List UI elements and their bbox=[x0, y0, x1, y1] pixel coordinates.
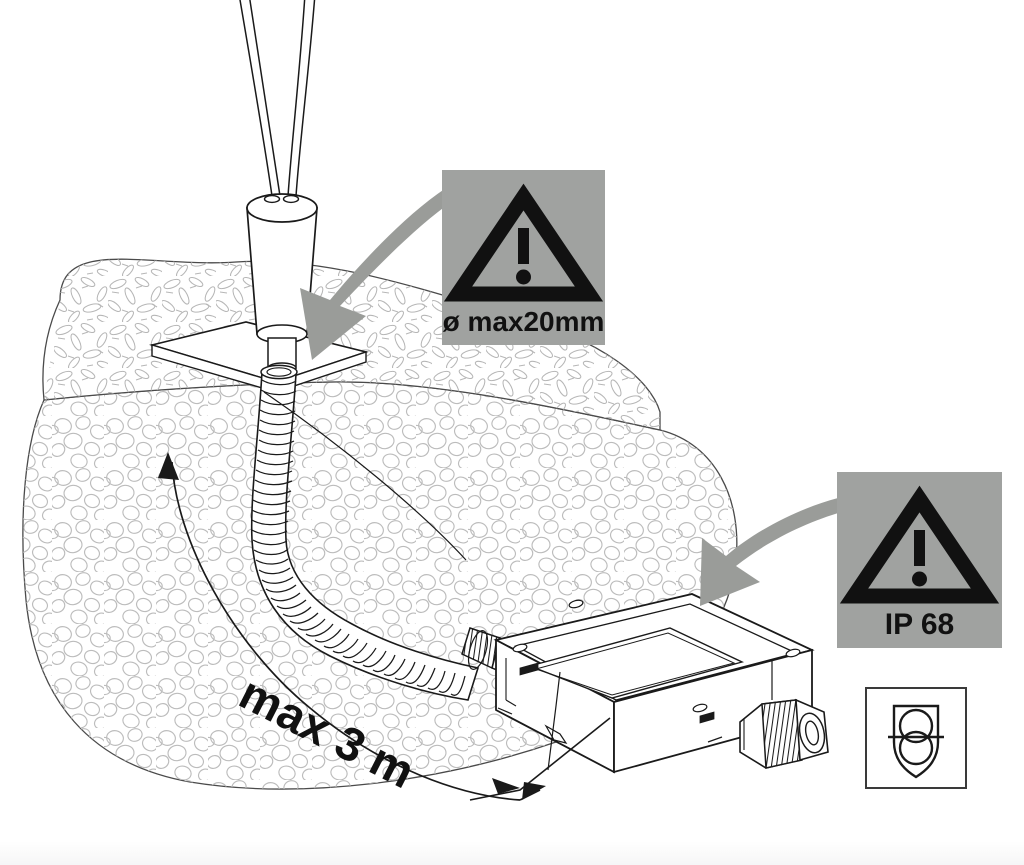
ground-slab bbox=[148, 321, 369, 393]
badge-ip-rating[interactable]: IP 68 bbox=[837, 472, 1002, 648]
leader-lines-group bbox=[158, 391, 773, 801]
badge-diameter-label: ø max20mm bbox=[443, 306, 605, 337]
junction-box bbox=[493, 593, 815, 774]
shield-icon bbox=[865, 687, 967, 789]
corrugated-conduit bbox=[250, 364, 480, 701]
badge-diameter[interactable]: ø max20mm bbox=[442, 170, 605, 345]
callout-arrow-diameter bbox=[300, 188, 454, 360]
luminaire-stem-cables bbox=[239, 0, 316, 197]
badge-ip-rating-label: IP 68 bbox=[885, 608, 955, 641]
luminaire-base-cone bbox=[246, 193, 318, 344]
warning-triangle-icon bbox=[839, 485, 1000, 604]
warning-triangle-icon bbox=[443, 183, 604, 302]
callout-arrow-ip bbox=[700, 498, 842, 606]
cable-gland-right bbox=[739, 698, 829, 769]
